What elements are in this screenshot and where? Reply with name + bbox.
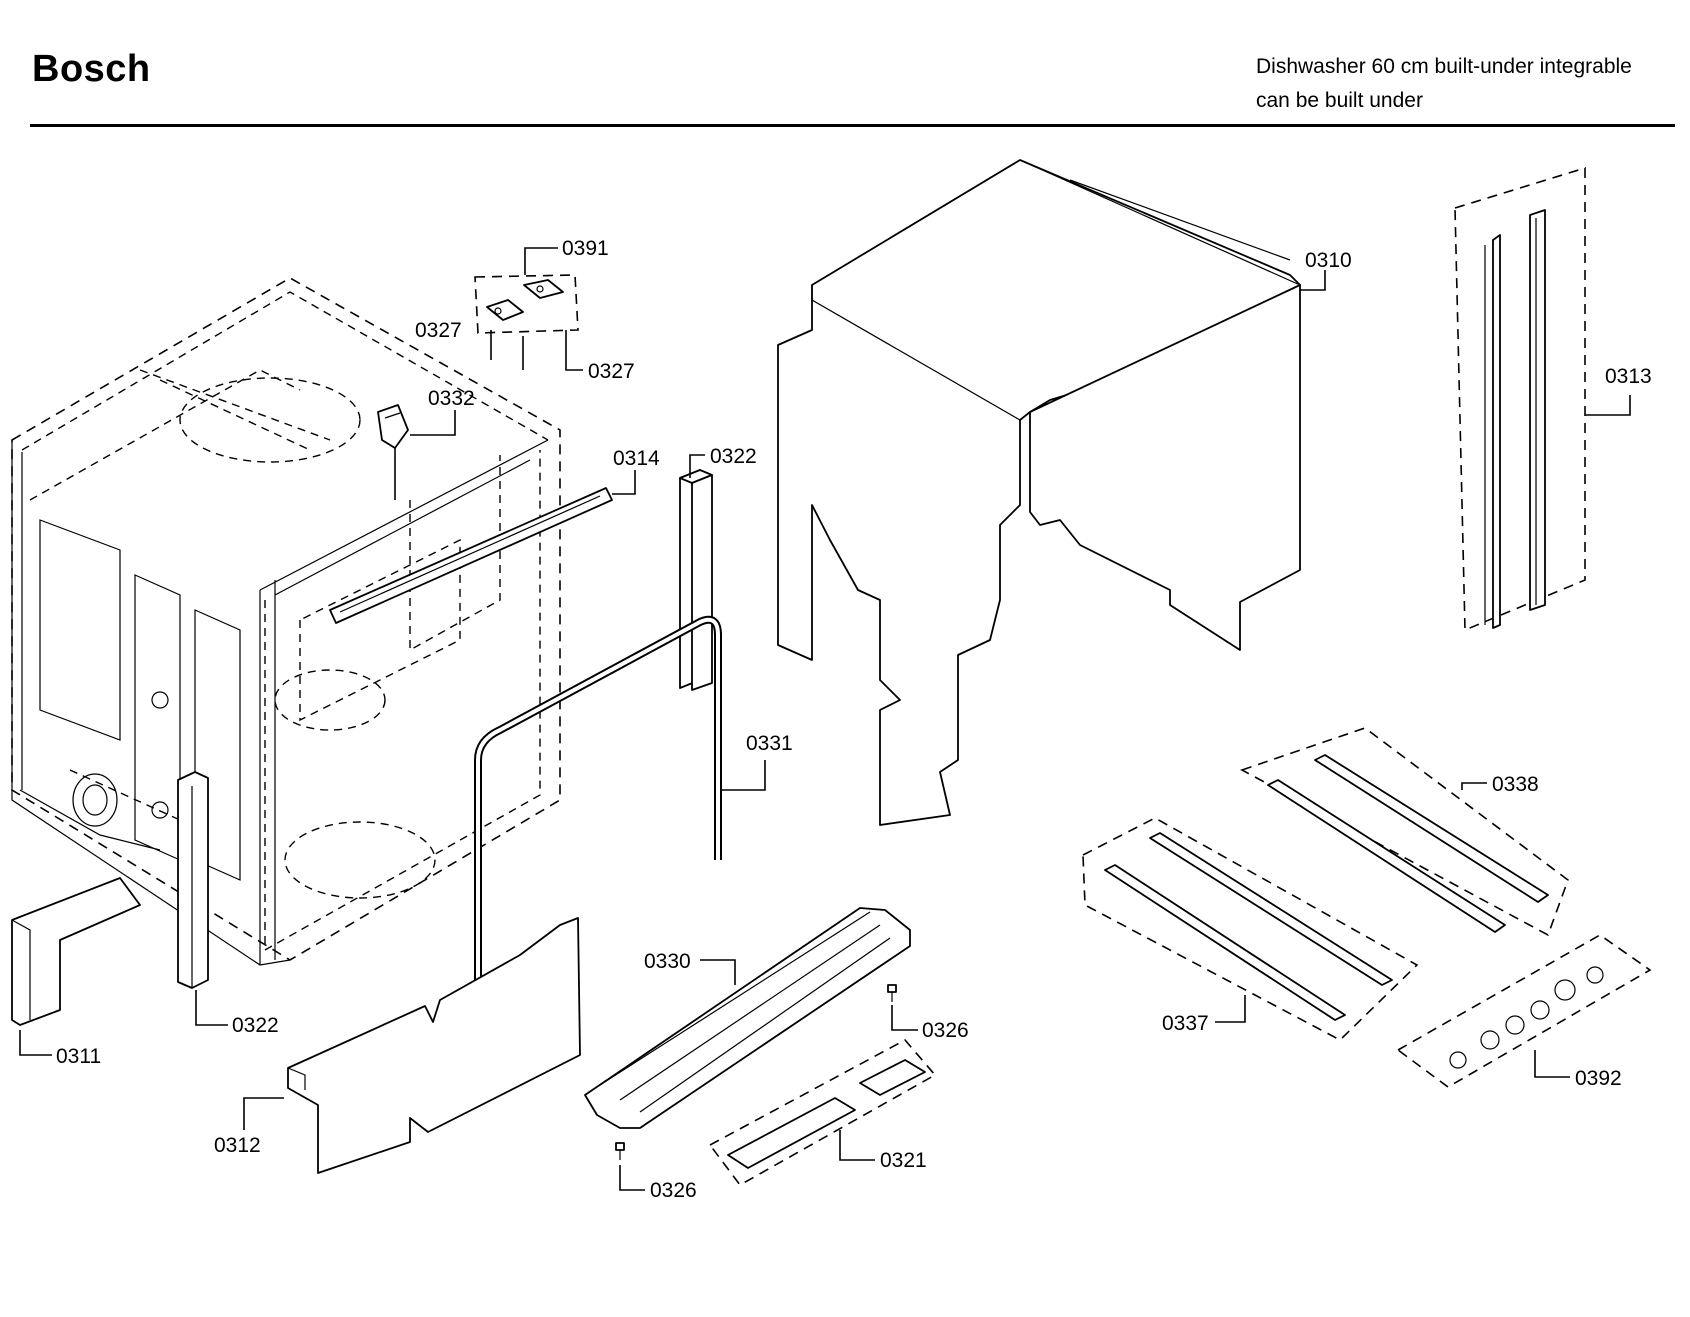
label-0312: 0312 (214, 1134, 261, 1157)
insulation-cover-0310 (777, 159, 1326, 826)
label-0331: 0331 (746, 732, 793, 755)
strip-0314 (329, 470, 636, 624)
label-0337: 0337 (1162, 1012, 1209, 1035)
rail-pair-0337 (1082, 817, 1419, 1041)
label-0326-left: 0326 (650, 1179, 697, 1202)
label-0322-bottom: 0322 (232, 1014, 279, 1037)
label-0311: 0311 (56, 1045, 101, 1068)
subtitle-line-2: can be built under (1256, 89, 1423, 112)
label-0338: 0338 (1492, 773, 1539, 796)
label-0327-right: 0327 (588, 360, 635, 383)
foam-blocks-0321 (708, 1038, 937, 1187)
label-0330: 0330 (644, 950, 691, 973)
foam-block-0322-top (679, 454, 713, 691)
header-rule (30, 124, 1675, 127)
foam-block-0322-bottom (177, 771, 228, 1026)
rail-pair-0338 (1240, 727, 1569, 937)
base-bracket-0330 (584, 907, 911, 1129)
brand-title: Bosch (32, 48, 151, 90)
label-0392: 0392 (1575, 1067, 1622, 1090)
tub-body-drawing (11, 277, 561, 966)
small-parts-kit-0392 (1396, 934, 1652, 1088)
screw-0326-left (615, 1142, 645, 1191)
label-0310: 0310 (1305, 249, 1352, 272)
label-0332: 0332 (428, 387, 475, 410)
diagram-subtitle: Dishwasher 60 cm built-under integrable … (1256, 50, 1632, 118)
subtitle-line-1: Dishwasher 60 cm built-under integrable (1256, 55, 1632, 78)
side-rails-0313 (1454, 166, 1631, 632)
label-0313: 0313 (1605, 365, 1652, 388)
label-0391: 0391 (562, 237, 609, 260)
label-0322-top: 0322 (710, 445, 757, 468)
screw-0326-right (887, 984, 918, 1031)
label-0327-left: 0327 (415, 319, 462, 342)
label-0314: 0314 (613, 447, 660, 470)
hinge-part-0332 (377, 404, 456, 500)
insulation-0312 (243, 917, 581, 1174)
label-0321: 0321 (880, 1149, 927, 1172)
insulation-0311 (11, 877, 141, 1056)
hinge-kit-0391 (474, 247, 583, 371)
label-0326-right: 0326 (922, 1019, 969, 1042)
door-seal-0331 (474, 615, 766, 1000)
